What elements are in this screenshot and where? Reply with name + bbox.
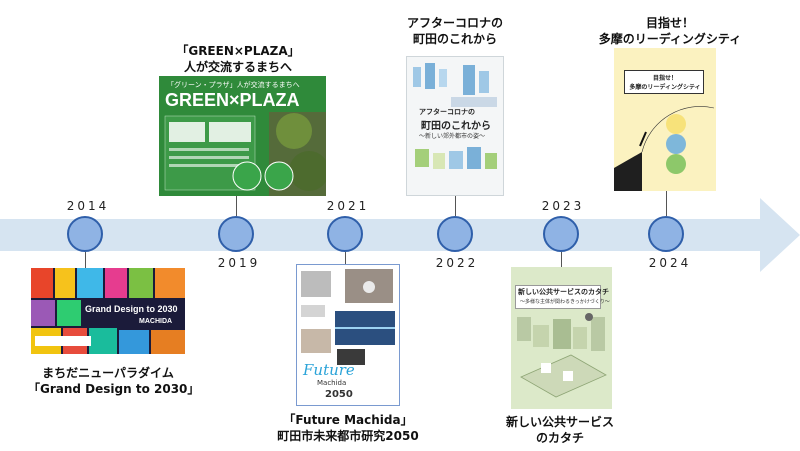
cover-machida-text: Machida [317,379,347,387]
year-label-2014: 2014 [66,199,110,213]
timeline-node-2024 [648,216,684,252]
cover-title-line1-2022: アフターコロナの [419,108,475,116]
timeline-node-2023 [543,216,579,252]
connector-2024 [666,191,667,216]
cover-title-line2-2022: 町田のこれから [421,121,491,132]
timeline-node-2014 [67,216,103,252]
cover-title-2023: 新しい公共サービスのカタチ [518,288,609,296]
cover-title-line2-2024: 多摩のリーディングシティ [629,84,701,91]
caption-2022-line1: アフターコロナの [406,16,503,30]
cover-subtitle-2022: 〜新しい郊外都市の姿〜 [419,133,486,140]
cover-image-2022: アフターコロナの 町田のこれから 〜新しい郊外都市の姿〜 [406,56,504,196]
cover-subtitle-2019: 「グリーン・プラザ」人が交流するまちへ [167,81,300,89]
timeline-arrow [0,198,800,272]
cover-title-2014: Grand Design to 2030 [85,304,178,314]
caption-2022: アフターコロナの 町田のこれから [390,15,520,47]
cover-image-2023: 新しい公共サービスのカタチ 〜多様な主体が関わるきっかけづくり〜 [511,267,612,409]
year-label-2021: 2021 [326,199,370,213]
caption-2014-line2: 「Grand Design to 2030」 [28,382,200,396]
connector-2023 [561,252,562,267]
caption-2019-line2: 人が交流するまちへ [183,60,292,74]
caption-2021: 「Future Machida」 町田市未来都市研究2050 [273,412,423,444]
timeline-node-2022 [437,216,473,252]
cover-image-2024: 目指せ！ 多摩のリーディングシティ [614,48,716,191]
caption-2022-line2: 町田のこれから [412,32,497,46]
timeline-node-2021 [327,216,363,252]
caption-2021-line2: 町田市未来都市研究2050 [277,429,419,443]
cover-image-2014: Grand Design to 2030 MACHIDA [31,268,185,354]
cover-title-2019: GREEN×PLAZA [165,90,300,110]
caption-2023: 新しい公共サービス のカタチ [495,414,625,446]
connector-2022 [455,196,456,216]
cover-title-box-2023 [515,285,601,309]
cover-title-box-2024 [624,70,704,94]
caption-2023-line1: 新しい公共サービス [505,415,614,429]
year-label-2022: 2022 [435,256,479,270]
caption-2024-line2: 多摩のリーディングシティ [598,32,742,46]
connector-2014 [85,252,86,268]
caption-2024: 目指せ！ 多摩のリーディングシティ [595,15,745,47]
connector-2021 [345,252,346,264]
caption-2019: 「GREEN×PLAZA」 人が交流するまちへ [168,43,308,75]
cover-image-2021: Future Machida 2050 [296,264,400,406]
cover-title-line1-2024: 目指せ！ [652,75,677,82]
year-label-2019: 2019 [217,256,261,270]
cover-future-text: Future [303,361,355,379]
caption-2024-line1: 目指せ！ [645,16,694,30]
caption-2019-line1: 「GREEN×PLAZA」 [176,44,300,58]
cover-subtitle-2023: 〜多様な主体が関わるきっかけづくり〜 [520,299,610,305]
year-label-2024: 2024 [648,256,692,270]
cover-image-2019: 「グリーン・プラザ」人が交流するまちへ GREEN×PLAZA [159,76,326,196]
year-label-2023: 2023 [541,199,585,213]
connector-2019 [236,196,237,216]
timeline-node-2019 [218,216,254,252]
caption-2023-line2: のカタチ [535,431,584,445]
caption-2014-line1: まちだニューパラダイム [42,366,174,380]
caption-2021-line1: 「Future Machida」 [283,413,413,427]
cover-year-text: 2050 [325,389,353,400]
cover-subtitle-2014: MACHIDA [139,318,173,325]
caption-2014: まちだニューパラダイム 「Grand Design to 2030」 [28,365,200,397]
